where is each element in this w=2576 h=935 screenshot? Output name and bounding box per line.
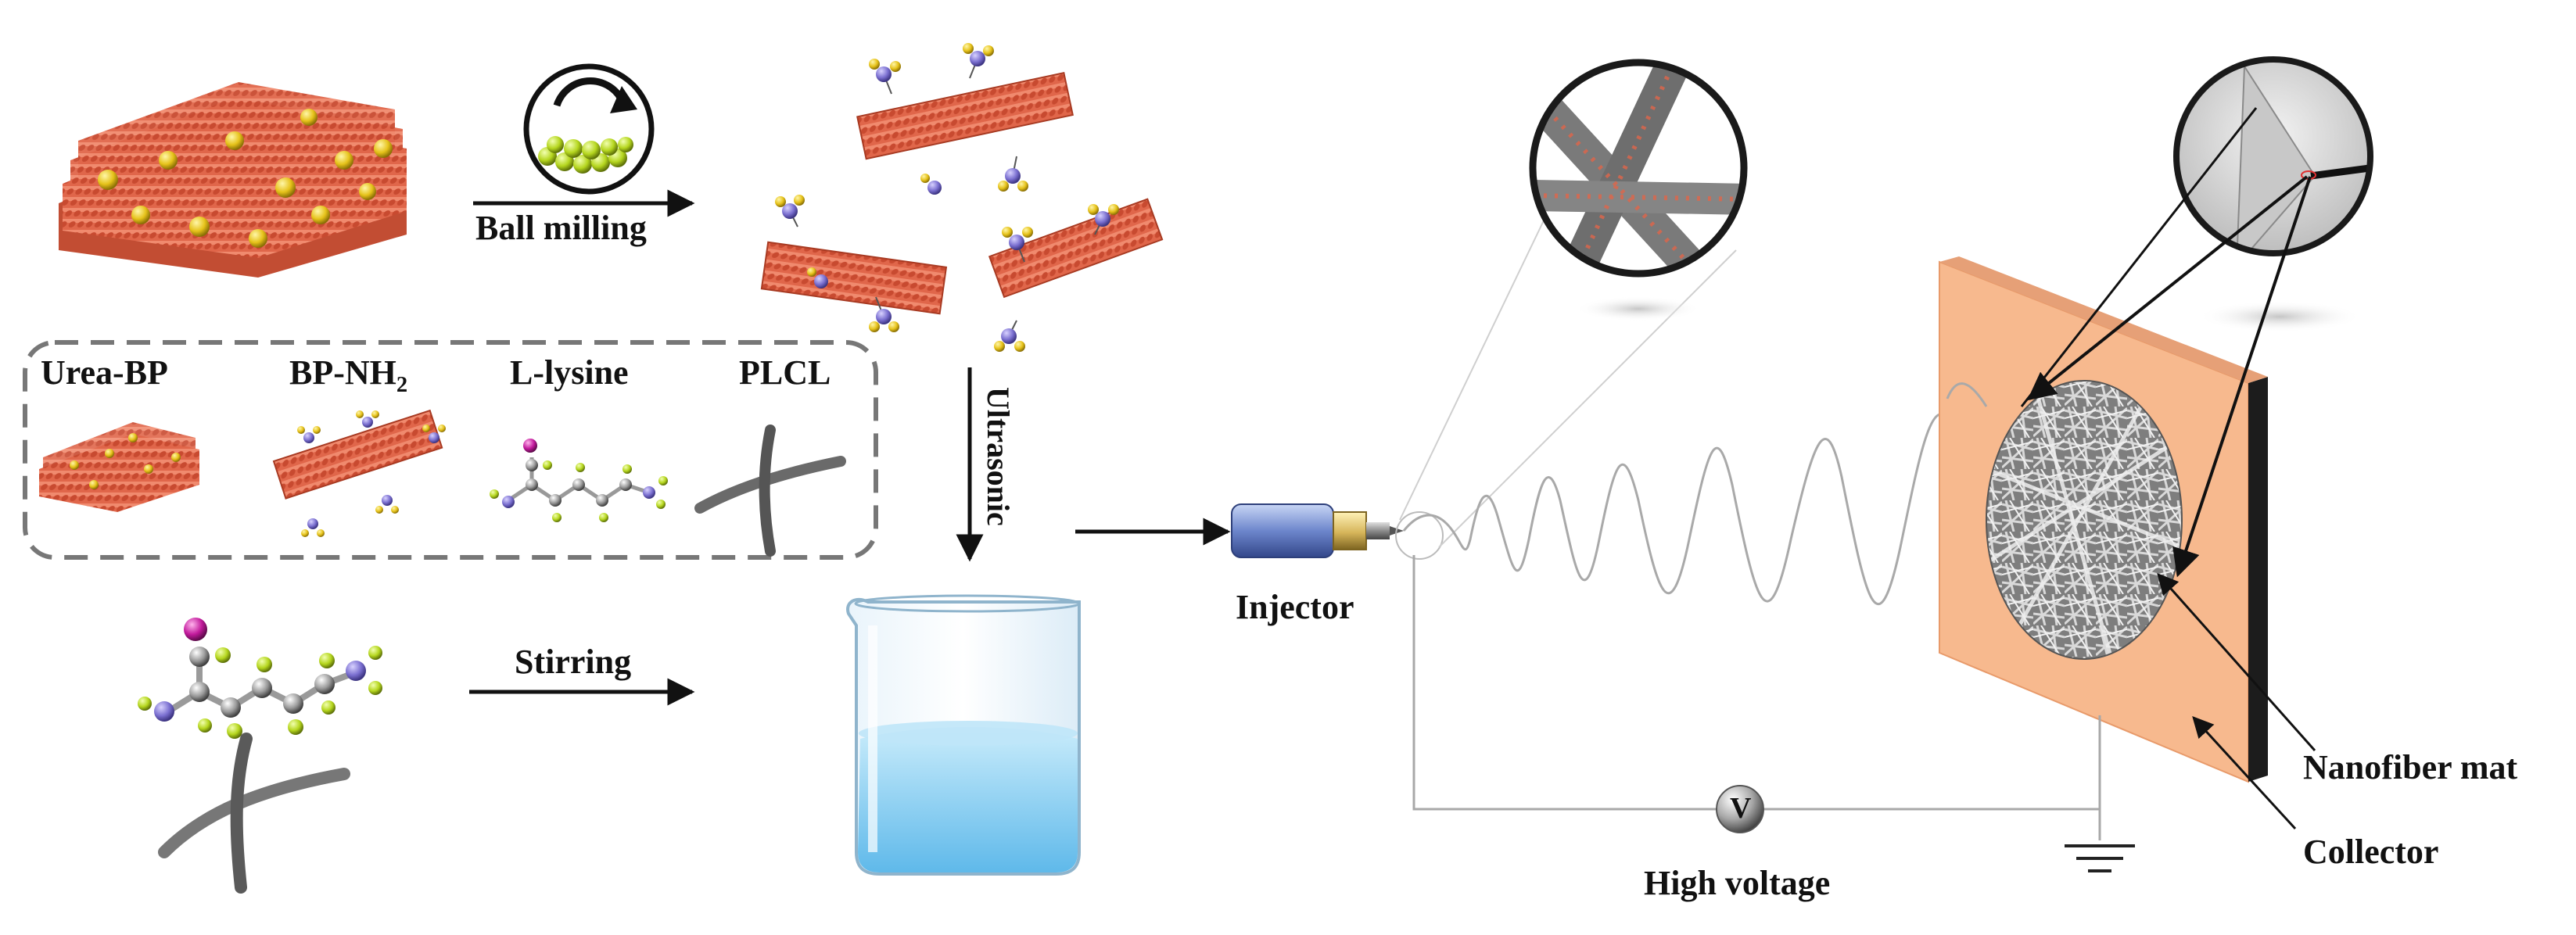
legend-icon-plcl xyxy=(694,425,846,557)
stirring-label: Stirring xyxy=(515,643,632,681)
ball-milling-label: Ball milling xyxy=(475,209,647,247)
collector-label: Collector xyxy=(2303,833,2439,871)
zoom-guide-lines xyxy=(1399,218,1737,548)
circuit-wires xyxy=(1412,555,2101,840)
nanofiber-mat-leader xyxy=(2157,572,2316,751)
legend-icon-bp-nh2 xyxy=(272,409,446,537)
legend-label-l-lysine: L-lysine xyxy=(510,353,629,392)
sem-nanofiber-inset xyxy=(1986,380,2183,660)
bulk-bp-crystal xyxy=(59,82,407,278)
voltmeter xyxy=(1716,785,1764,833)
mat-photo-magnifier xyxy=(2173,56,2373,332)
legend-label-bp-nh2: BP-NH2 xyxy=(289,353,408,397)
ultrasonic-label: Ultrasonic xyxy=(981,387,1016,526)
legend-icon-urea-bp xyxy=(39,422,199,512)
injector[interactable] xyxy=(1231,503,1404,558)
lysine-plcl-mixture xyxy=(138,618,382,894)
ground-symbol xyxy=(2065,844,2135,872)
legend-icon-l-lysine xyxy=(490,439,668,522)
legend-label-urea-bp: Urea-BP xyxy=(41,353,168,392)
legend-dashed-box xyxy=(23,340,878,560)
bp-nh2-flakes xyxy=(760,43,1164,352)
nanofiber-mat-label: Nanofiber mat xyxy=(2303,748,2518,786)
photo-to-mat-lines xyxy=(2020,107,2312,578)
legend-label-plcl: PLCL xyxy=(739,353,831,392)
injector-label: Injector xyxy=(1236,588,1354,626)
voltmeter-symbol: V xyxy=(1730,792,1752,825)
taylor-cone-zoom xyxy=(1395,511,1444,560)
whipping-jet xyxy=(1402,405,2003,606)
ball-mill-jar xyxy=(523,63,655,195)
collector-leader xyxy=(2192,716,2297,830)
high-voltage-label: High voltage xyxy=(1644,864,1831,902)
beaker xyxy=(846,594,1081,876)
fiber-magnifier xyxy=(1529,59,1748,321)
whipping-jet-tail xyxy=(1946,382,1988,407)
